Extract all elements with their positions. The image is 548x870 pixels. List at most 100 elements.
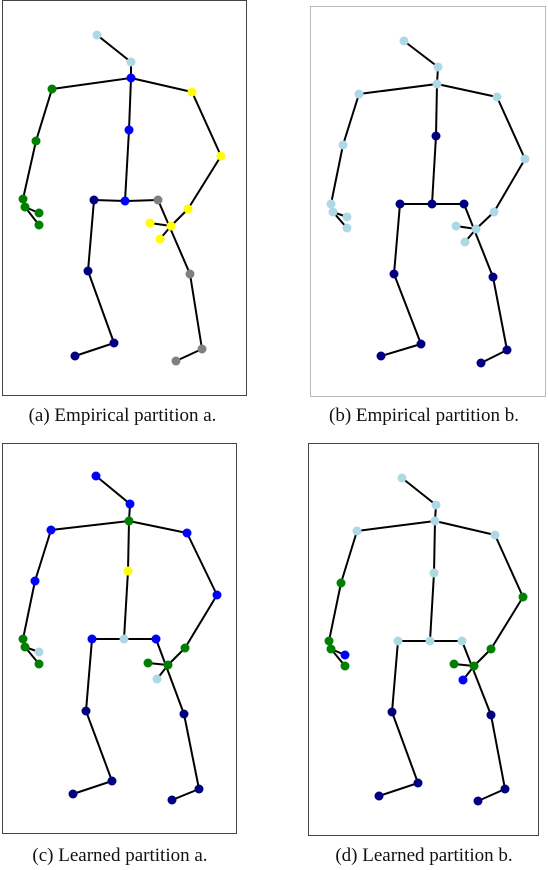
bone-head-neck	[95, 475, 131, 505]
bone-hip-right-knee-right	[85, 638, 93, 712]
bone-knee-left-ankle-left	[490, 714, 506, 790]
joint-handtip-right	[34, 647, 44, 657]
joint-ankle-right	[109, 338, 119, 348]
bone-ankle-left-foot-left	[175, 348, 203, 362]
joint-shoulder-left	[182, 528, 192, 538]
bone-spine-shoulder-shoulder-left	[436, 83, 498, 98]
bone-spine-mid-spine-base	[429, 572, 435, 642]
joint-hip-right	[89, 195, 99, 205]
bone-ankle-right-foot-right	[378, 782, 419, 797]
joint-shoulder-right	[46, 525, 56, 535]
joint-head	[397, 473, 407, 483]
bone-spine-mid-spine-base	[123, 570, 129, 640]
joint-shoulder-right	[352, 526, 362, 536]
skeleton-plot	[18, 471, 222, 805]
joint-shoulder-left	[187, 87, 197, 97]
joint-hand-right	[20, 202, 30, 212]
joint-elbow-right	[30, 576, 40, 586]
bone-spine-shoulder-shoulder-right	[51, 77, 132, 90]
joint-elbow-left	[518, 592, 528, 602]
bone-spine-shoulder-spine-mid	[128, 77, 132, 131]
bone-shoulder-left-elbow-left	[496, 96, 526, 160]
joint-thumb-right	[34, 220, 44, 230]
joint-head	[91, 471, 101, 481]
joint-spine-mid	[123, 566, 133, 576]
bone-ankle-left-foot-left	[477, 788, 506, 802]
joint-handtip-right	[34, 208, 44, 218]
joint-shoulder-left	[492, 92, 502, 102]
joint-wrist-right	[324, 636, 334, 646]
panel-caption: (b) Empirical partition b.	[329, 405, 519, 426]
bone-spine-shoulder-spine-mid	[435, 83, 438, 137]
bone-ankle-right-foot-right	[72, 780, 113, 795]
joint-wrist-left	[183, 204, 193, 214]
joint-shoulder-right	[354, 89, 364, 99]
joint-ankle-right	[413, 778, 423, 788]
bone-hip-left-knee-left	[463, 203, 494, 278]
bone-spine-shoulder-spine-mid	[433, 520, 436, 574]
bone-head-neck	[401, 477, 437, 506]
joint-hip-right	[393, 636, 403, 646]
joint-knee-right	[81, 706, 91, 716]
joint-hip-left	[457, 636, 467, 646]
skeleton-plot	[326, 36, 530, 368]
joint-wrist-right	[326, 199, 336, 209]
joint-spine-base	[427, 199, 437, 209]
bone-ankle-right-foot-right	[74, 342, 115, 357]
joint-foot-right	[70, 351, 80, 361]
bone-elbow-left-wrist-left	[184, 594, 218, 649]
joint-knee-right	[387, 707, 397, 717]
skeleton-plot	[18, 30, 226, 366]
joint-spine-shoulder	[432, 79, 442, 89]
joint-elbow-right	[336, 578, 346, 588]
bone-shoulder-right-elbow-right	[342, 93, 360, 146]
joint-ankle-left	[194, 784, 204, 794]
joint-wrist-right	[18, 634, 28, 644]
joint-foot-left	[167, 795, 177, 805]
panel-caption: (a) Empirical partition a.	[28, 405, 217, 426]
bone-shoulder-left-elbow-left	[186, 532, 218, 596]
joint-elbow-left	[520, 154, 530, 164]
bone-spine-base-hip-left	[124, 199, 159, 202]
bone-spine-base-hip-right	[93, 199, 126, 202]
joint-wrist-left	[486, 644, 496, 654]
bone-hip-right-knee-right	[87, 199, 95, 272]
joint-ankle-left	[502, 345, 512, 355]
joint-neck	[125, 499, 135, 509]
joint-spine-shoulder	[430, 516, 440, 526]
bone-elbow-left-wrist-left	[493, 158, 526, 213]
joint-spine-shoulder	[126, 73, 136, 83]
joint-handtip-left	[155, 234, 165, 244]
joint-spine-mid	[429, 568, 439, 578]
bone-elbow-left-wrist-left	[490, 596, 524, 650]
panel-caption: (c) Learned partition a.	[32, 845, 208, 866]
bone-spine-shoulder-shoulder-left	[130, 77, 193, 93]
joint-handtip-right	[342, 212, 352, 222]
joint-thumb-right	[342, 223, 352, 233]
joint-hand-left	[471, 224, 481, 234]
joint-spine-mid	[124, 125, 134, 135]
joint-thumb-left	[145, 218, 155, 228]
joint-thumb-right	[340, 661, 350, 671]
bone-ankle-left-foot-left	[171, 788, 200, 801]
joint-foot-left	[476, 358, 486, 368]
joint-handtip-left	[152, 674, 162, 684]
joint-thumb-right	[34, 659, 44, 669]
joint-handtip-left	[460, 237, 470, 247]
joint-foot-right	[374, 791, 384, 801]
joint-elbow-right	[338, 140, 348, 150]
joint-thumb-left	[143, 658, 153, 668]
bone-knee-right-ankle-right	[87, 270, 115, 344]
joint-knee-right	[389, 269, 399, 279]
bone-hip-right-knee-right	[391, 640, 399, 713]
joint-knee-right	[83, 266, 93, 276]
bone-spine-shoulder-shoulder-left	[128, 520, 188, 534]
bone-shoulder-right-elbow-right	[34, 529, 52, 582]
bone-elbow-right-wrist-right	[330, 144, 344, 205]
skeleton-frame	[308, 443, 539, 836]
panel-caption: (d) Learned partition b.	[335, 845, 513, 866]
joint-neck	[431, 500, 441, 510]
bone-elbow-right-wrist-right	[328, 582, 342, 642]
joint-thumb-left	[451, 221, 461, 231]
bone-spine-shoulder-shoulder-right	[356, 520, 436, 532]
